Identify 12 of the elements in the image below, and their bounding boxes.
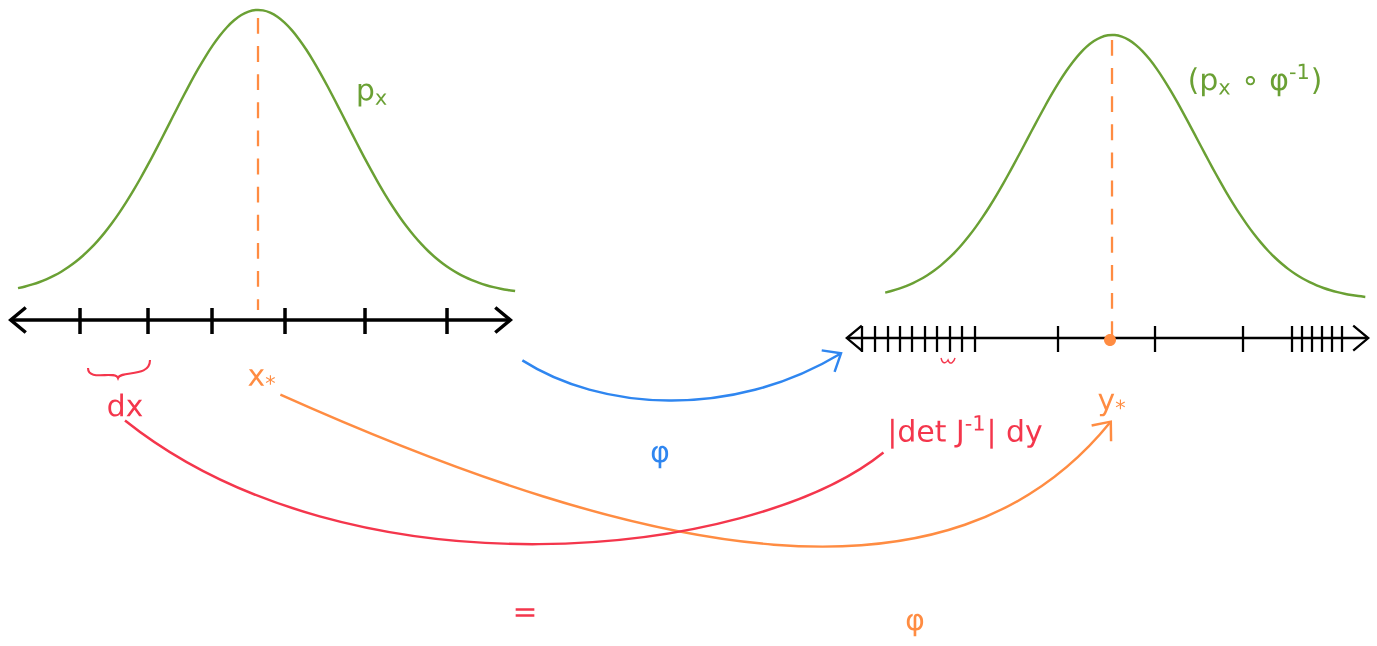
- edge-label: φ: [648, 443, 672, 471]
- math-label: (p$_{x}$ ∘ φ$^{-1}$): [1190, 63, 1320, 97]
- math-label: dx: [108, 393, 143, 417]
- distribution-plot-drawing: [845, 33, 1370, 364]
- edge-label: =: [510, 606, 540, 624]
- curved-arrow: [521, 349, 843, 402]
- math-label: y$_{*}$: [1098, 393, 1125, 417]
- curved-arrow: [279, 393, 1113, 548]
- edge-label: φ: [903, 611, 927, 639]
- math-label: |det J$^{-1}$| dy: [891, 415, 1042, 449]
- math-label: x$_{*}$: [248, 369, 275, 386]
- math-label: p$_{x}$: [358, 83, 387, 107]
